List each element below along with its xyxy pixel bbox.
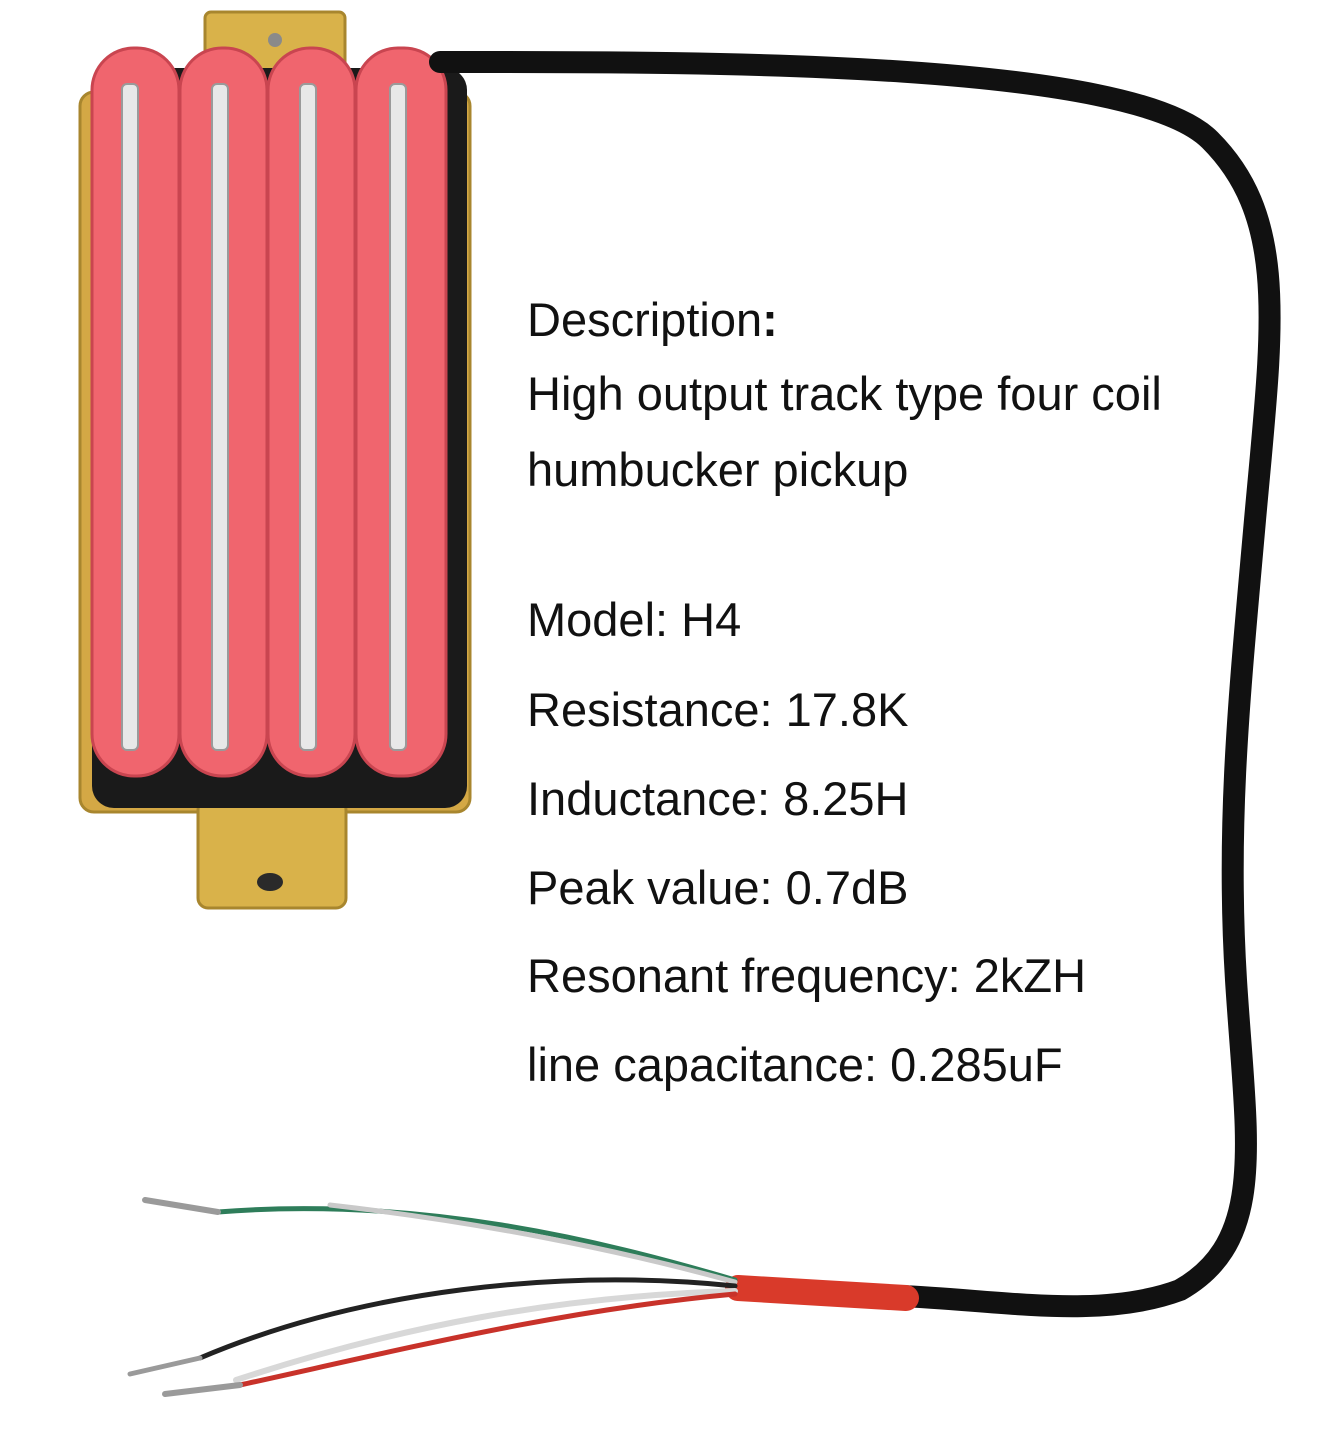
description-line-2: humbucker pickup bbox=[527, 443, 909, 496]
wire-green bbox=[215, 1206, 738, 1283]
wire-white bbox=[233, 1288, 738, 1383]
wire-black bbox=[197, 1277, 738, 1361]
wire-white-bare bbox=[327, 1202, 738, 1285]
description-line-1: High output track type four coil bbox=[527, 367, 1162, 420]
blade-2 bbox=[211, 83, 229, 751]
blade-3 bbox=[299, 83, 317, 751]
description-heading: Description: bbox=[527, 296, 778, 343]
spec-model: Model: H4 bbox=[527, 593, 742, 646]
blade-1 bbox=[121, 83, 139, 751]
description-heading-text: Description bbox=[527, 293, 763, 346]
pickup-wires bbox=[127, 1197, 738, 1397]
heat-shrink-sleeve bbox=[725, 1275, 919, 1311]
spec-resistance: Resistance: 17.8K bbox=[527, 683, 909, 736]
spec-inductance: Inductance: 8.25H bbox=[527, 772, 909, 825]
wire-red bbox=[237, 1291, 738, 1388]
pickup-cable bbox=[429, 50, 1281, 1318]
spec-line-capacitance: line capacitance: 0.285uF bbox=[527, 1038, 1063, 1091]
spec-resonant-frequency: Resonant frequency: 2kZH bbox=[527, 949, 1087, 1002]
wire-tip-3 bbox=[162, 1382, 243, 1397]
wire-tip-1 bbox=[142, 1197, 221, 1215]
pickup-blades bbox=[121, 83, 407, 751]
spec-peak-value: Peak value: 0.7dB bbox=[527, 861, 909, 914]
blade-4 bbox=[389, 83, 407, 751]
wire-tip-2 bbox=[127, 1355, 203, 1377]
description-heading-colon: : bbox=[762, 293, 778, 346]
